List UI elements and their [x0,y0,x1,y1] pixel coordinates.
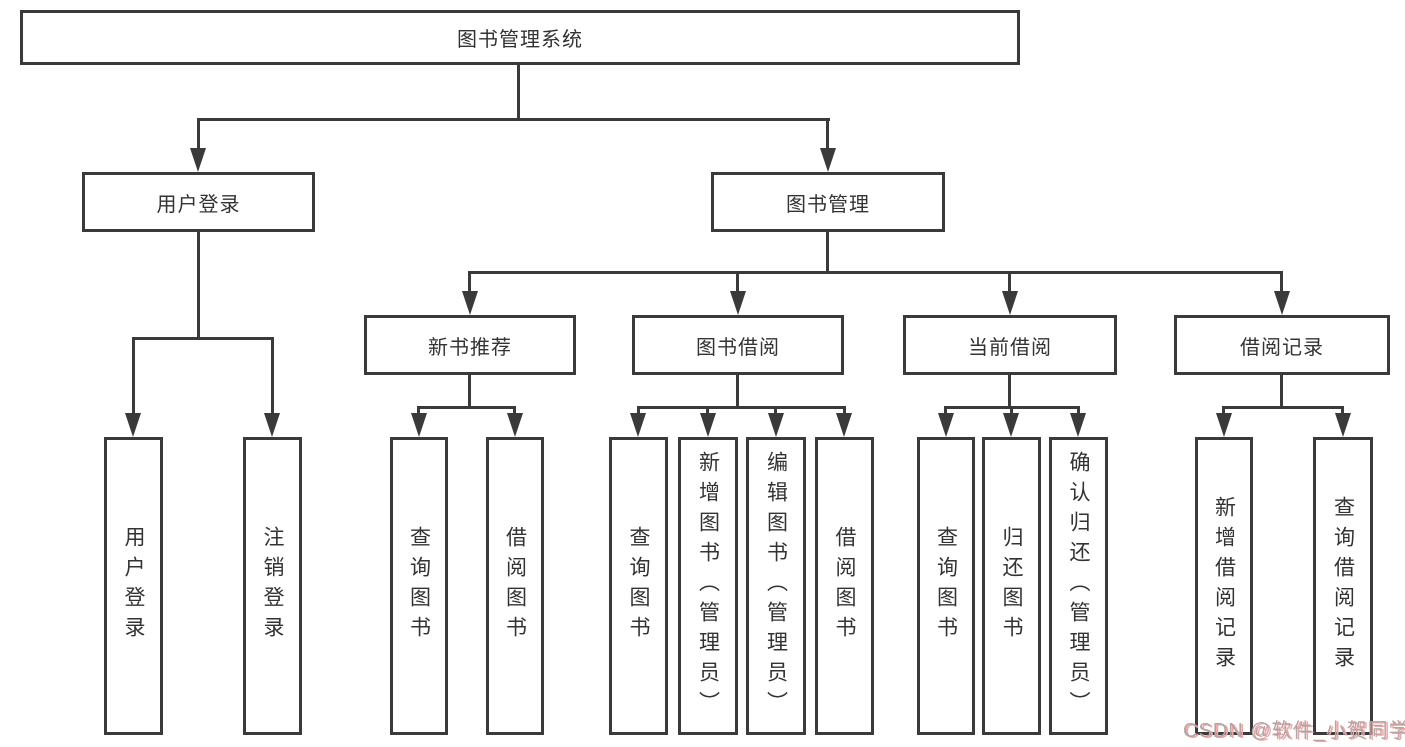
leaf-edit-books-admin-label: 编辑图书（管理员） [764,451,788,721]
node-borrowing-records: 借阅记录 [1174,315,1390,375]
edge-records-drop-2 [1341,406,1344,416]
edge-current-drop-1 [944,406,947,416]
arrow-down-icon [1003,413,1019,437]
edge-root-drop-right [826,118,829,151]
edge-book-mgmt-bus [468,271,1283,274]
edge-borrowing-drop-3 [774,406,777,416]
node-new-book-recommend: 新书推荐 [364,315,576,375]
leaf-add-books-admin: 新增图书（管理员） [678,437,738,735]
leaf-borrow-books-recommend: 借阅图书 [486,437,544,735]
edge-root-bus [197,118,830,121]
arrow-down-icon [730,291,746,315]
leaf-return-books: 归还图书 [982,437,1041,735]
leaf-query-books-recommend: 查询图书 [390,437,448,735]
leaf-user-login-label: 用户登录 [122,526,145,646]
edge-current-drop-3 [1077,406,1080,416]
edge-records-drop-1 [1222,406,1225,416]
leaf-add-borrow-record-label: 新增借阅记录 [1212,496,1236,676]
leaf-borrow-books-borrowing-label: 借阅图书 [833,526,856,646]
edge-user-login-drop-1 [132,337,135,415]
leaf-add-borrow-record: 新增借阅记录 [1195,437,1253,735]
edge-borrowing-bus [637,406,846,409]
edge-book-mgmt-drop-3 [1008,271,1011,293]
edge-borrowing-drop-1 [637,406,640,416]
arrow-down-icon [507,413,523,437]
arrow-down-icon [836,413,852,437]
edge-book-mgmt-drop-4 [1280,271,1283,293]
edge-book-mgmt-drop-2 [736,271,739,293]
node-book-management-label: 图书管理 [786,193,870,216]
edge-user-login-drop-2 [271,337,274,415]
leaf-user-login: 用户登录 [104,437,163,735]
edge-book-mgmt-stub [826,232,829,271]
arrow-down-icon [820,148,836,172]
leaf-query-borrow-record: 查询借阅记录 [1313,437,1373,735]
leaf-query-books-current: 查询图书 [917,437,975,735]
node-current-borrowing: 当前借阅 [903,315,1117,375]
arrow-down-icon [1002,291,1018,315]
leaf-borrow-books-borrowing: 借阅图书 [815,437,874,735]
leaf-query-borrow-record-label: 查询借阅记录 [1331,496,1355,676]
node-borrowing-records-label: 借阅记录 [1240,336,1324,359]
edge-borrowing-drop-4 [843,406,846,416]
leaf-logout: 注销登录 [243,437,302,735]
arrow-down-icon [630,413,646,437]
node-new-book-recommend-label: 新书推荐 [428,336,512,359]
leaf-query-books-borrowing: 查询图书 [609,437,668,735]
arrow-down-icon [1335,413,1351,437]
arrow-down-icon [1216,413,1232,437]
node-root: 图书管理系统 [20,10,1020,65]
node-book-management: 图书管理 [711,172,945,232]
node-user-login-label: 用户登录 [156,193,241,216]
leaf-confirm-return-admin-label: 确认归还（管理员） [1067,451,1090,721]
edge-records-stub [1280,375,1283,406]
edge-current-stub [1008,375,1011,406]
edge-recommend-drop-2 [513,406,516,416]
edge-records-bus [1222,406,1344,409]
arrow-down-icon [125,413,141,437]
leaf-query-books-borrowing-label: 查询图书 [627,526,650,646]
arrow-down-icon [938,413,954,437]
arrow-down-icon [190,148,206,172]
leaf-query-books-recommend-label: 查询图书 [407,526,431,646]
edge-user-login-stub [197,232,200,337]
edge-borrowing-drop-2 [706,406,709,416]
edge-borrowing-stub [736,375,739,406]
edge-user-login-bus [132,337,274,340]
arrow-down-icon [768,413,784,437]
leaf-query-books-current-label: 查询图书 [934,526,958,646]
edge-root-stub [517,65,520,118]
arrow-down-icon [1070,413,1086,437]
arrow-down-icon [411,413,427,437]
edge-book-mgmt-drop-1 [468,271,471,293]
csdn-watermark: CSDN @软件_小贺同学 [1183,720,1405,742]
arrow-down-icon [700,413,716,437]
node-current-borrowing-label: 当前借阅 [968,336,1052,359]
edge-root-drop-left [197,118,200,151]
leaf-edit-books-admin: 编辑图书（管理员） [746,437,806,735]
leaf-borrow-books-recommend-label: 借阅图书 [503,526,527,646]
node-user-login: 用户登录 [82,172,315,232]
leaf-return-books-label: 归还图书 [1000,526,1023,646]
arrow-down-icon [264,413,280,437]
edge-recommend-drop-1 [417,406,420,416]
node-book-borrowing-label: 图书借阅 [696,336,780,359]
node-book-borrowing: 图书借阅 [632,315,844,375]
leaf-add-books-admin-label: 新增图书（管理员） [696,451,720,721]
leaf-logout-label: 注销登录 [261,526,284,646]
node-root-label: 图书管理系统 [457,29,583,51]
leaf-confirm-return-admin: 确认归还（管理员） [1049,437,1108,735]
arrow-down-icon [462,291,478,315]
edge-current-drop-2 [1010,406,1013,416]
arrow-down-icon [1274,291,1290,315]
edge-recommend-stub [468,375,471,406]
edge-recommend-bus [417,406,516,409]
